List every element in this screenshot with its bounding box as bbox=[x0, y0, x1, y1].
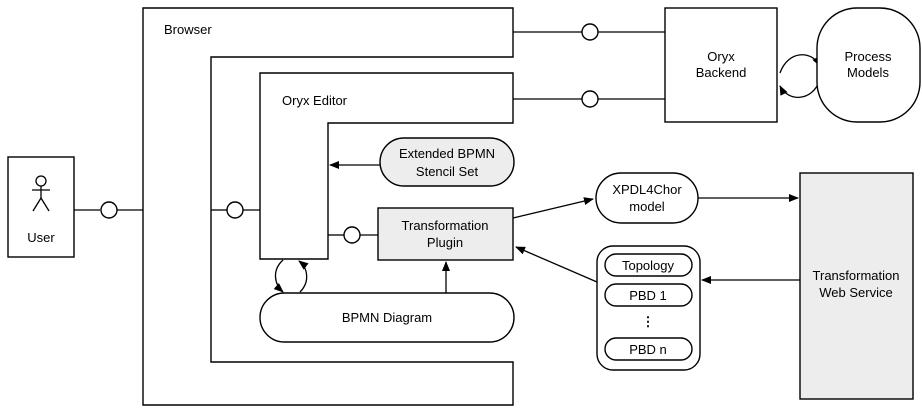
stack-ellipsis: ⋮ bbox=[642, 314, 655, 329]
plugin-line2: Plugin bbox=[427, 235, 463, 250]
stencil-set-line1: Extended BPMN bbox=[399, 146, 495, 161]
oryx-backend-line2: Backend bbox=[696, 65, 747, 80]
user-label: User bbox=[27, 230, 55, 245]
pbd-n-label: PBD n bbox=[629, 342, 667, 357]
oryx-editor-frame: Oryx Editor bbox=[259, 72, 514, 260]
editor-backend-connector bbox=[581, 90, 599, 108]
bpmn-diagram-box: BPMN Diagram bbox=[259, 292, 515, 343]
topology-pbd-stack: Topology PBD 1 ⋮ PBD n bbox=[596, 245, 701, 371]
plugin-interface-connector bbox=[343, 226, 361, 244]
xpdl4chor-model: XPDL4Chor model bbox=[595, 172, 699, 224]
xpdl4chor-line1: XPDL4Chor bbox=[612, 182, 682, 197]
browser-backend-connector bbox=[581, 23, 599, 41]
process-models-line1: Process bbox=[845, 49, 892, 64]
process-models-store: Process Models bbox=[816, 7, 921, 123]
user-stick-figure-icon bbox=[32, 175, 50, 212]
pbd-1-item bbox=[604, 283, 693, 307]
plugin-line1: Transformation bbox=[402, 218, 489, 233]
plugin-to-xpdl-arrow bbox=[512, 197, 594, 219]
user-interface-connector bbox=[100, 201, 118, 219]
pbd-n-item bbox=[604, 337, 693, 361]
transformation-plugin-box: Transformation Plugin bbox=[377, 207, 514, 261]
pbd-1-label: PBD 1 bbox=[629, 288, 667, 303]
transformation-web-service: Transformation Web Service bbox=[799, 172, 914, 400]
oryx-backend-box: Oryx Backend bbox=[664, 7, 778, 123]
editor-interface-connector bbox=[226, 201, 244, 219]
stack-to-plugin-arrow bbox=[515, 246, 598, 283]
process-models-line2: Models bbox=[847, 65, 889, 80]
oryx-backend-line1: Oryx bbox=[707, 49, 735, 64]
oryx-editor-label: Oryx Editor bbox=[282, 93, 348, 108]
browser-frame: Browser bbox=[142, 7, 514, 406]
extended-bpmn-stencil-set: Extended BPMN Stencil Set bbox=[379, 137, 515, 187]
browser-label: Browser bbox=[164, 22, 212, 37]
web-service-line1: Transformation bbox=[813, 268, 900, 283]
web-service-line2: Web Service bbox=[819, 285, 892, 300]
user-box: User bbox=[7, 156, 75, 258]
stencil-set-line2: Stencil Set bbox=[416, 164, 479, 179]
bpmn-diagram-label: BPMN Diagram bbox=[342, 310, 432, 325]
xpdl4chor-line2: model bbox=[629, 199, 665, 214]
topology-label: Topology bbox=[622, 258, 675, 273]
topology-item bbox=[604, 253, 693, 277]
